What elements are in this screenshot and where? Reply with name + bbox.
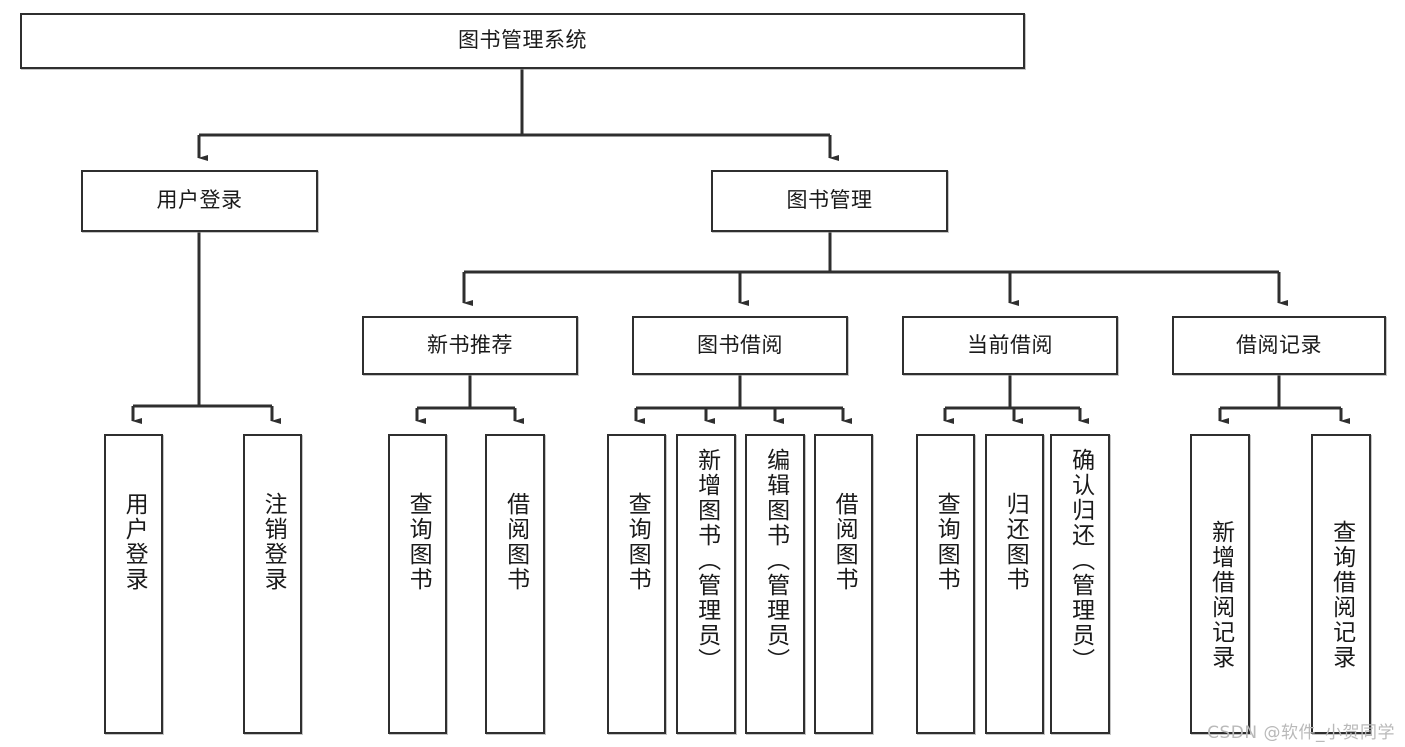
node-leaf-borrow-book-1-label: 借阅图书 <box>502 492 529 592</box>
node-leaf-add-record[interactable]: 新增借阅记录 <box>1190 434 1250 734</box>
node-leaf-borrow-book-1[interactable]: 借阅图书 <box>485 434 545 734</box>
node-leaf-borrow-book-2[interactable]: 借阅图书 <box>814 434 873 734</box>
node-leaf-edit-book-label: 编辑图书（管理员） <box>762 448 789 673</box>
node-new-book-recommend-label: 新书推荐 <box>427 332 513 357</box>
node-leaf-query-book-2-label: 查询图书 <box>624 492 651 592</box>
node-book-manage[interactable]: 图书管理 <box>711 170 948 232</box>
node-book-borrow-label: 图书借阅 <box>697 332 783 357</box>
node-new-book-recommend[interactable]: 新书推荐 <box>362 316 578 375</box>
node-borrow-record[interactable]: 借阅记录 <box>1172 316 1386 375</box>
node-leaf-add-record-label: 新增借阅记录 <box>1207 520 1234 670</box>
node-book-borrow[interactable]: 图书借阅 <box>632 316 848 375</box>
node-leaf-add-book-label: 新增图书（管理员） <box>693 448 720 673</box>
node-leaf-query-book-3-label: 查询图书 <box>933 492 960 592</box>
node-book-manage-label: 图书管理 <box>786 188 873 213</box>
node-leaf-user-login[interactable]: 用户登录 <box>104 434 163 734</box>
node-leaf-add-book[interactable]: 新增图书（管理员） <box>676 434 736 734</box>
node-leaf-return-book[interactable]: 归还图书 <box>985 434 1044 734</box>
node-leaf-query-record-label: 查询借阅记录 <box>1328 520 1355 670</box>
node-leaf-borrow-book-2-label: 借阅图书 <box>831 492 858 592</box>
node-leaf-user-login-label: 用户登录 <box>121 492 148 592</box>
node-user-login[interactable]: 用户登录 <box>81 170 318 232</box>
node-leaf-query-book-3[interactable]: 查询图书 <box>916 434 975 734</box>
node-leaf-query-book-2[interactable]: 查询图书 <box>607 434 666 734</box>
node-leaf-logout[interactable]: 注销登录 <box>243 434 302 734</box>
node-leaf-confirm-return-label: 确认归还（管理员） <box>1067 448 1094 673</box>
node-borrow-record-label: 借阅记录 <box>1236 332 1322 357</box>
node-leaf-return-book-label: 归还图书 <box>1002 492 1029 592</box>
node-root-label: 图书管理系统 <box>458 28 587 53</box>
node-user-login-label: 用户登录 <box>156 188 243 213</box>
node-leaf-confirm-return[interactable]: 确认归还（管理员） <box>1050 434 1110 734</box>
node-leaf-edit-book[interactable]: 编辑图书（管理员） <box>745 434 805 734</box>
node-current-borrow-label: 当前借阅 <box>967 332 1053 357</box>
node-leaf-query-book-1-label: 查询图书 <box>405 492 432 592</box>
node-current-borrow[interactable]: 当前借阅 <box>902 316 1118 375</box>
node-leaf-logout-label: 注销登录 <box>260 492 287 592</box>
node-root[interactable]: 图书管理系统 <box>20 13 1025 69</box>
node-leaf-query-record[interactable]: 查询借阅记录 <box>1311 434 1371 734</box>
csdn-watermark: CSDN @软件_小贺同学 <box>1207 723 1395 743</box>
node-leaf-query-book-1[interactable]: 查询图书 <box>388 434 447 734</box>
